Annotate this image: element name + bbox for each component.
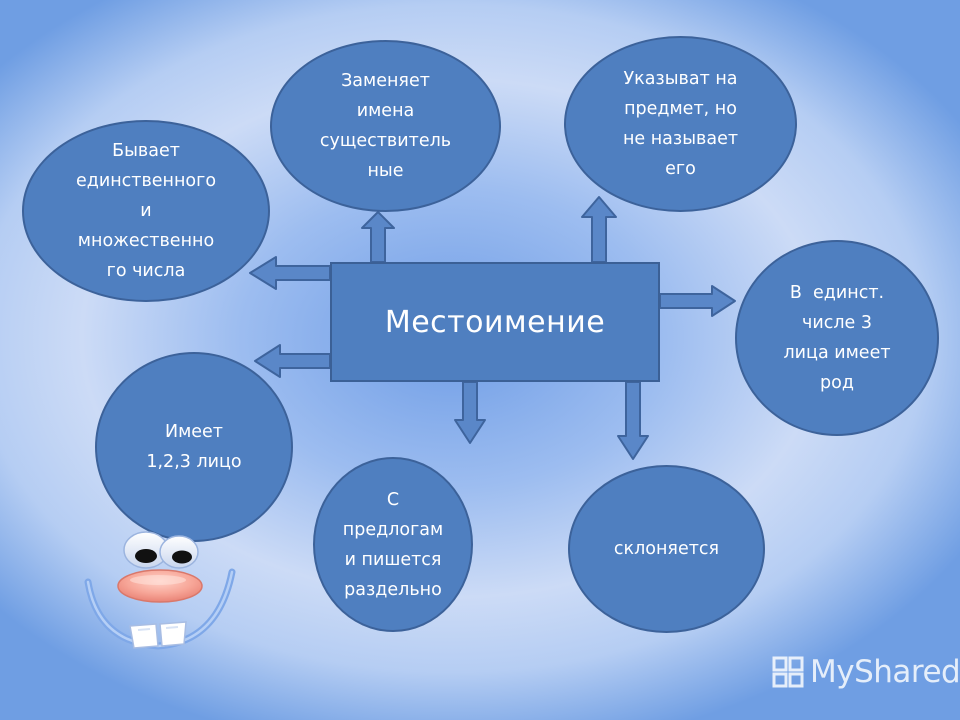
- node-line: его: [665, 159, 696, 179]
- node-line: В единст.: [789, 283, 885, 303]
- node-declines-text: склоняется: [614, 534, 719, 564]
- node-line: предлогам: [342, 519, 444, 540]
- node-points: Указыват на предмет, но не называет его: [564, 36, 797, 212]
- node-line: множественно: [77, 231, 215, 251]
- node-line: предмет, но: [624, 99, 737, 119]
- node-plural: Бывает единственного и множественно го ч…: [22, 120, 270, 302]
- node-prepositions-text: С предлогам и пишется раздельно: [343, 485, 443, 605]
- node-line: единственного: [75, 171, 217, 191]
- node-replaces: Заменяет имена существитель ные: [270, 40, 501, 212]
- node-gender: В единст. числе 3 лица имеет род: [735, 240, 939, 436]
- arrow-to-points: [581, 196, 617, 263]
- node-line: склоняется: [613, 539, 720, 559]
- node-line: Указыват на: [623, 69, 738, 89]
- node-line: имена: [356, 101, 415, 121]
- center-concept-box: Местоимение: [330, 262, 660, 382]
- node-person-text: Имеет 1,2,3 лицо: [146, 417, 241, 477]
- node-line: не называет: [622, 129, 739, 149]
- node-line: Имеет: [164, 422, 224, 442]
- myshared-logo-icon: [772, 656, 804, 688]
- node-plural-text: Бывает единственного и множественно го ч…: [76, 136, 216, 286]
- node-line: род: [820, 373, 854, 393]
- node-points-text: Указыват на предмет, но не называет его: [623, 64, 738, 184]
- node-person: Имеет 1,2,3 лицо: [95, 352, 293, 542]
- arrow-to-prepositions: [454, 381, 486, 444]
- center-concept-label: Местоимение: [384, 304, 606, 340]
- arrow-to-gender: [659, 285, 736, 317]
- arrow-to-plural: [249, 256, 331, 290]
- node-line: существитель: [319, 131, 452, 151]
- myshared-watermark: MyShared: [768, 652, 960, 692]
- node-line: Бывает: [112, 141, 180, 161]
- node-gender-text: В единст. числе 3 лица имеет род: [783, 278, 890, 398]
- node-prepositions: С предлогам и пишется раздельно: [313, 457, 473, 632]
- node-line: раздельно: [344, 579, 442, 600]
- cartoon-face-icon: [84, 531, 236, 650]
- watermark-text: MyShared: [810, 654, 960, 690]
- node-declines: склоняется: [568, 465, 765, 633]
- node-line: и пишется: [344, 549, 442, 570]
- node-line: С: [386, 489, 400, 510]
- node-line: го числа: [106, 261, 186, 281]
- arrow-to-declines: [617, 381, 649, 460]
- arrow-to-person: [254, 344, 331, 378]
- node-line: 1,2,3 лицо: [146, 452, 242, 472]
- node-replaces-text: Заменяет имена существитель ные: [320, 66, 451, 186]
- node-line: лица имеет: [783, 343, 891, 363]
- node-line: ные: [367, 161, 404, 181]
- node-line: Заменяет: [341, 71, 430, 91]
- arrow-to-replaces: [361, 211, 395, 263]
- node-line: числе 3: [802, 313, 872, 333]
- node-line: и: [140, 201, 152, 221]
